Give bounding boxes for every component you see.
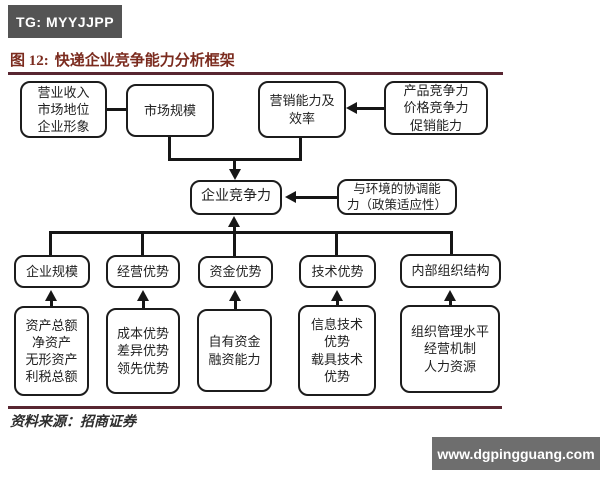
node-management: 组织管理水平 经营机制 人力资源 (400, 305, 500, 393)
title-rule (8, 72, 503, 75)
arrowhead-funding-to-capital (229, 290, 241, 301)
node-org-structure: 内部组织结构 (400, 254, 501, 288)
connector-cost-operation (142, 300, 145, 309)
node-technology: 技术优势 (299, 255, 376, 288)
node-revenue: 营业收入 市场地位 企业形象 (20, 81, 107, 138)
connector-management-org (449, 300, 452, 306)
arrowhead-environment-to-core (285, 191, 296, 203)
node-market-scale: 市场规模 (126, 84, 214, 137)
connector-bus-scale (49, 233, 52, 255)
arrowhead-cost-to-operation (137, 290, 149, 301)
arrowhead-bus-to-core (228, 216, 240, 227)
node-core-competitiveness: 企业竞争力 (190, 180, 282, 215)
connector-marketscale-drop (168, 137, 171, 160)
arrowhead-infotech-to-technology (331, 290, 343, 301)
source-line: 资料来源：招商证券 (10, 415, 136, 430)
connector-capital-to-core (233, 227, 236, 257)
connector-top-merge (168, 158, 302, 161)
figure-number: 图 12: (10, 53, 49, 69)
node-assets: 资产总额 净资产 无形资产 利税总额 (14, 306, 89, 396)
node-capital: 资金优势 (198, 256, 273, 288)
watermark: www.dgpingguang.com (432, 437, 600, 470)
node-product: 产品竞争力 价格竞争力 促销能力 (384, 81, 488, 135)
figure-title: 图 12: 快递企业竞争能力分析框架 (10, 49, 235, 70)
channel-badge: TG: MYYJJPP (8, 5, 122, 38)
connector-revenue-marketscale (107, 108, 126, 111)
connector-product-marketing (357, 107, 384, 110)
connector-bus-operation (141, 233, 144, 255)
node-scale: 企业规模 (14, 255, 90, 288)
watermark-label: www.dgpingguang.com (437, 445, 595, 462)
connector-assets-scale (50, 300, 53, 307)
connector-bus-org (450, 233, 453, 254)
connector-bus-technology (335, 233, 338, 255)
node-environment: 与环境的协调能 力（政策适应性） (337, 179, 457, 215)
arrowhead-management-to-org (444, 290, 456, 301)
connector-bus (49, 231, 453, 234)
node-info-tech: 信息技术 优势 载具技术 优势 (298, 305, 376, 396)
connector-environment-core (296, 196, 337, 199)
connector-infotech-technology (336, 300, 339, 306)
connector-funding-capital (234, 300, 237, 310)
node-cost: 成本优势 差异优势 领先优势 (106, 308, 180, 394)
node-funding: 自有资金 融资能力 (197, 309, 272, 392)
connector-marketing-drop (299, 138, 302, 160)
figure-title-text: 快递企业竞争能力分析框架 (54, 53, 235, 69)
node-operation: 经营优势 (106, 255, 180, 288)
source-rule (8, 406, 502, 409)
node-marketing: 营销能力及 效率 (258, 81, 346, 138)
channel-badge-label: TG: MYYJJPP (15, 13, 115, 30)
arrowhead-assets-to-scale (45, 290, 57, 301)
arrowhead-product-to-marketing (346, 102, 357, 114)
arrowhead-merge-to-core (229, 169, 241, 180)
connector-merge-to-core (233, 161, 236, 171)
